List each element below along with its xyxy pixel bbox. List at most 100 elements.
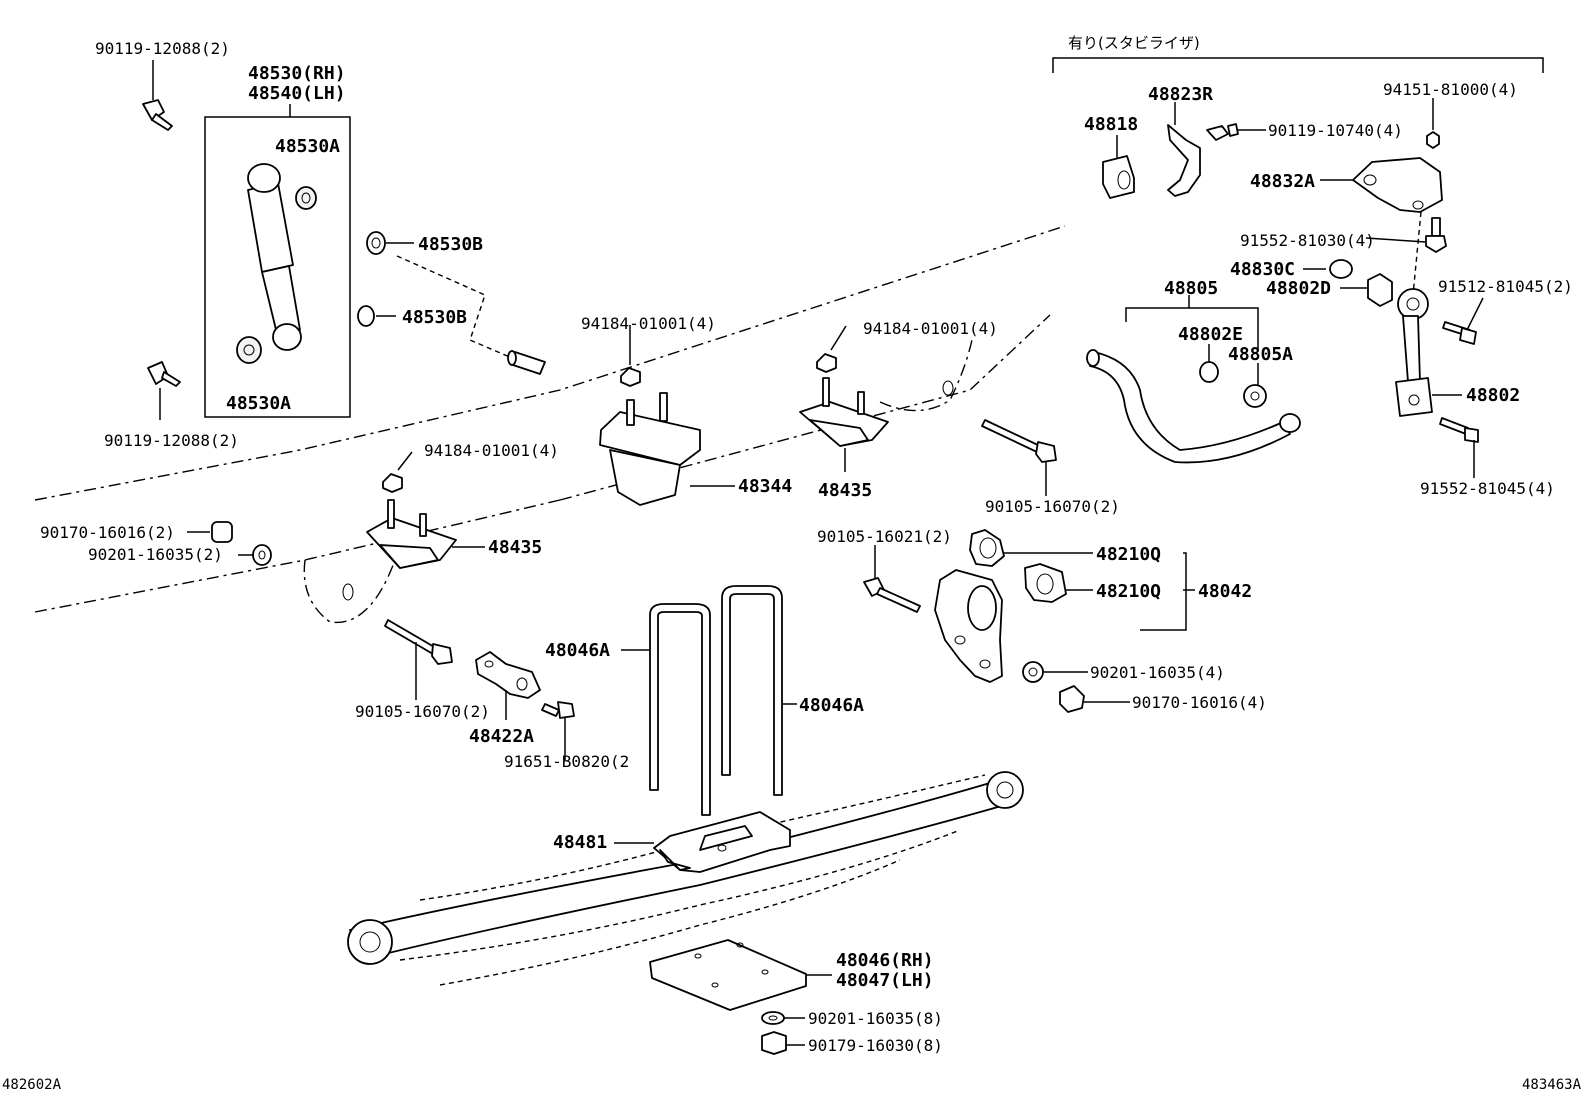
label-90105-16070-left: 90105-16070(2) [355, 702, 490, 721]
cushion-48830c [1303, 259, 1353, 279]
bushing-48530a-bottom [236, 336, 262, 364]
label-90170-16016-left: 90170-16016(2) [40, 523, 175, 542]
label-48422a: 48422A [469, 726, 534, 747]
cushion-48530b-a [366, 231, 513, 359]
label-48046a-right: 48046A [799, 695, 864, 716]
bolt-90105-16070-right [981, 419, 1057, 496]
label-48818: 48818 [1084, 114, 1138, 135]
bolt-91552-81045 [1439, 417, 1479, 478]
label-91552-81030: 91552-81030(4) [1240, 231, 1375, 250]
label-48802e: 48802E [1178, 324, 1243, 345]
nut-94184-a [620, 325, 641, 387]
label-91512-81045: 91512-81045(2) [1438, 277, 1573, 296]
nut-94151-81000 [1426, 98, 1440, 149]
washer-90201-16035-left [238, 544, 272, 566]
label-90105-16070-right: 90105-16070(2) [985, 497, 1120, 516]
label-90119-10740: 90119-10740(4) [1268, 121, 1403, 140]
bolt-90105-16021 [863, 545, 921, 613]
label-48805a: 48805A [1228, 344, 1293, 365]
shock-absorber [247, 163, 302, 351]
bracket-48823r [1167, 102, 1201, 197]
washer-90170-16016-right [1059, 685, 1130, 713]
bushing-48802e [1199, 344, 1219, 383]
hanger-48042 [934, 552, 1195, 683]
label-91552-81045: 91552-81045(4) [1420, 479, 1555, 498]
ubolt-48046a-right [721, 585, 797, 796]
frame-outline [34, 225, 1066, 624]
label-48830c: 48830C [1230, 259, 1295, 280]
washer-90170-16016-left [187, 521, 233, 543]
washer-90201-16035-bottom [761, 1011, 805, 1025]
nut-94184-c [382, 451, 413, 493]
leaf-spring [347, 771, 1024, 986]
label-48210q-b: 48210Q [1096, 581, 1161, 602]
cushion-48530b-b [357, 305, 396, 327]
bushing-48802d [1340, 273, 1393, 307]
label-48832a: 48832A [1250, 171, 1315, 192]
shock-absorber-group [204, 104, 351, 418]
bumper-48344 [599, 392, 735, 506]
label-94184-c: 94184-01001(4) [424, 441, 559, 460]
bumper-48435-a [366, 499, 485, 569]
label-48530-rh: 48530(RH) [248, 63, 346, 84]
label-48802: 48802 [1466, 385, 1520, 406]
stabilizer-note: 有り(スタビライザ) [1068, 34, 1200, 52]
nut-94184-b [816, 325, 847, 373]
bushing-48210q-a [969, 529, 1093, 567]
label-48530b-a: 48530B [418, 234, 483, 255]
label-90201-16035-left: 90201-16035(2) [88, 545, 223, 564]
label-48530b-b: 48530B [402, 307, 467, 328]
bumper-48435-b [799, 377, 889, 472]
part-labels: 90119-12088(2) 48530(RH) 48540(LH) 48530… [2, 39, 1582, 1093]
label-90201-16035-right: 90201-16035(4) [1090, 663, 1225, 682]
bolt-91651-b0820 [541, 701, 575, 760]
bolt-90119-12088-top [142, 60, 173, 131]
label-48344: 48344 [738, 476, 792, 497]
bracket-48422a [475, 651, 541, 720]
label-48530a-bottom: 48530A [226, 393, 291, 414]
stabilizer-group-bracket: 有り(スタビライザ) [1052, 34, 1544, 73]
bushing-48805a [1243, 363, 1267, 408]
bushing-48530a-top [295, 186, 317, 210]
label-48046-rh: 48046(RH) [836, 950, 934, 971]
bolt-91552-81030 [1365, 211, 1447, 296]
label-90119-12088-bottom: 90119-12088(2) [104, 431, 239, 450]
label-90201-16035-bottom: 90201-16035(8) [808, 1009, 943, 1028]
label-48540-lh: 48540(LH) [248, 83, 346, 104]
stabilizer-bar-48805 [1086, 295, 1301, 464]
nut-90179-16030 [761, 1031, 805, 1055]
label-48210q-a: 48210Q [1096, 544, 1161, 565]
label-48046a-left: 48046A [545, 640, 610, 661]
label-48530a-top: 48530A [275, 136, 340, 157]
figure-id-right: 483463A [1522, 1077, 1582, 1093]
stopper-48818 [1102, 135, 1135, 199]
label-91651-b0820: 91651-B0820(2 [504, 752, 629, 771]
label-90105-16021: 90105-16021(2) [817, 527, 952, 546]
shock-mount-stud [507, 350, 546, 375]
label-48047-lh: 48047(LH) [836, 970, 934, 991]
label-94184-a: 94184-01001(4) [581, 314, 716, 333]
bolt-90105-16070-left [384, 619, 453, 700]
label-48435-b: 48435 [818, 480, 872, 501]
label-94151-81000: 94151-81000(4) [1383, 80, 1518, 99]
label-48802d: 48802D [1266, 278, 1331, 299]
bolt-90119-12088-bottom [147, 361, 181, 420]
label-90179-16030: 90179-16030(8) [808, 1036, 943, 1055]
label-48042: 48042 [1198, 581, 1252, 602]
label-48805: 48805 [1164, 278, 1218, 299]
ubolt-48046a-left [621, 603, 711, 816]
label-94184-b: 94184-01001(4) [863, 319, 998, 338]
label-90119-12088-top: 90119-12088(2) [95, 39, 230, 58]
bolt-91512-81045 [1442, 297, 1484, 345]
label-48435-a: 48435 [488, 537, 542, 558]
seat-48481 [614, 811, 791, 873]
bolt-90119-10740 [1206, 123, 1266, 141]
washer-90201-16035-right [1022, 661, 1088, 683]
plate-48046-48047 [649, 939, 832, 1011]
label-48823r: 48823R [1148, 84, 1213, 105]
bushing-48210q-b [1024, 563, 1093, 603]
link-48802 [1395, 288, 1462, 417]
label-48481: 48481 [553, 832, 607, 853]
label-90170-16016-right: 90170-16016(4) [1132, 693, 1267, 712]
